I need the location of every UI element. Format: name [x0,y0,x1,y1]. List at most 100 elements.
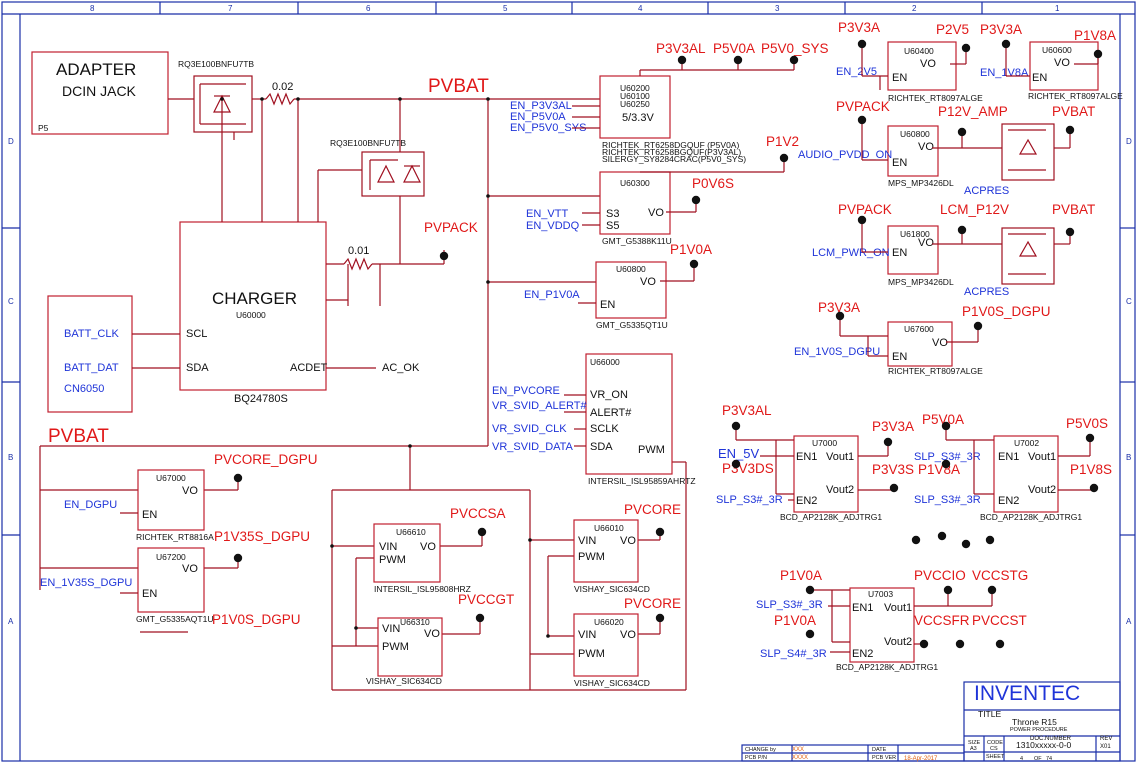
u66610-part: INTERSIL_ISL95808HRZ [374,584,471,594]
u60200-part-1: RICHTEK_RT6258DGQUF (P5V0A) [602,140,739,150]
u66000-pin-vr-on: VR_ON [590,389,628,401]
u60600-ref: U60600 [1042,45,1072,55]
net-p1v0a-out: P1V0A [670,242,712,257]
u60800a-block: U60800 VO EN EN_P1V0A P1V0A GMT_G5335QT1… [524,242,712,330]
u66010-block: U66010 VIN PWM VO PVCORE VISHAY_SIC634CD [573,502,681,594]
u7002-pin-en2: EN2 [998,495,1019,507]
power-terminal-dot [941,421,951,431]
power-terminal-dot [655,527,665,537]
rev-label: REV [1100,736,1112,742]
u60800a-part: GMT_G5335QT1U [596,320,668,330]
net-p1v0a-u7003-b: P1V0A [774,613,816,628]
change-by-label: CHANGE by [745,747,776,753]
title-subtitle: POWER PROCEDURE [1010,727,1068,733]
power-terminal-dot [995,639,1005,649]
shunt-r1-value: 0.02 [272,81,293,93]
net-en-1v8a: EN_1V8A [980,67,1029,79]
u60800b-pin-en: EN [892,157,907,169]
company-name: INVENTEC [974,682,1080,705]
power-terminal-dot [733,55,743,65]
net-vr-svid-data: VR_SVID_DATA [492,441,574,453]
u67200-ref: U67200 [156,552,186,562]
u7002-pin-vout1: Vout1 [1028,451,1056,463]
net-audio-pvdd-on: AUDIO_PVDD_ON [798,149,892,161]
u60100-ref: U60100 [620,91,650,101]
net-slp-s3-u7002-a: SLP_S3#_3R [914,451,981,463]
change-by-value: XXX [792,747,804,753]
u7000-pin-en1: EN1 [796,451,817,463]
net-p1v8a-u7002: P1V8A [918,462,960,477]
frame-labels: 8 7 6 5 4 3 2 1 D C B A D C B A [8,4,1132,626]
u61800-pin-en: EN [892,247,907,259]
junction-dot [486,194,490,198]
net-ac-ok: AC_OK [382,362,420,374]
net-en-p3v3al: EN_P3V3AL [510,100,572,112]
shunt-r2: 0.01 [343,245,373,271]
u66310-pin-vin: VIN [382,623,400,635]
power-terminal-dot [233,553,243,563]
net-p3v3a-u60400: P3V3A [838,20,880,35]
u7003-pin-vout2: Vout2 [884,636,912,648]
net-slp-s4-u7003: SLP_S4#_3R [760,648,827,660]
power-terminal-dot [1001,39,1011,49]
u60800b-ref: U60800 [900,129,930,139]
row-letter: B [8,453,13,462]
adapter-block: ADAPTER DCIN JACK P5 [31,51,169,135]
net-p5v0-sys: P5V0_SYS [761,41,829,56]
net-pvbat-top: PVBAT [428,76,489,97]
net-pvpack: PVPACK [424,220,478,235]
battery-ref: CN6050 [64,383,104,395]
power-terminal-dot [1065,227,1075,237]
of-value: 74 [1046,756,1052,762]
u66020-part: VISHAY_SIC634CD [574,678,650,688]
u7003-part: BCD_AP2128K_ADJTRG1 [836,662,938,672]
power-terminal-dot [985,535,995,545]
net-pvccio: PVCCIO [914,568,966,583]
power-terminal-dot [911,535,921,545]
power-terminal-dot [233,473,243,483]
adapter-ref: P5 [38,123,49,133]
junction-dot [354,626,358,630]
u66000-block: U66000 VR_ON ALERT# SCLK SDA PWM EN_PVCO… [492,353,696,486]
u66020-pin-vo: VO [620,629,636,641]
power-terminal-dot [731,459,741,469]
shunt-r2-value: 0.01 [348,245,369,257]
u66010-pin-pwm: PWM [578,551,605,563]
u60600-block: U60600 VO EN P3V3A P1V8A EN_1V8A RICHTEK… [980,22,1123,101]
power-terminal-dot [937,531,947,541]
power-terminal-dot [1065,125,1075,135]
power-terminal-dot [961,43,971,53]
row-letter: C [8,297,14,306]
power-terminal-dot [835,311,845,321]
u7000-pin-vout2: Vout2 [826,484,854,496]
net-p5v0a: P5V0A [713,41,755,56]
u66010-ref: U66010 [594,523,624,533]
net-en-pvcore: EN_PVCORE [492,385,560,397]
power-terminal-dot [475,613,485,623]
u60200-ref: U60200 [620,83,650,93]
pcb-pn-value: XXXX [792,755,808,761]
u60400-pin-vo: VO [920,58,936,70]
sheet-label: SHEET [986,754,1005,760]
power-terminal-dot [883,437,893,447]
u60800a-pin-en: EN [600,299,615,311]
net-p1v8s: P1V8S [1070,462,1112,477]
pcb-pn-label: PCB P/N [745,755,767,761]
u66610-ref: U66610 [396,527,426,537]
u67600-pin-vo: VO [932,337,948,349]
net-p3v3s: P3V3S [872,462,914,477]
net-p5v0a-u7002: P5V0A [922,412,964,427]
title-block: INVENTEC TITLE Throne R15 POWER PROCEDUR… [741,681,1121,762]
u66310-part: VISHAY_SIC634CD [366,676,442,686]
u60300-pin-vo: VO [648,207,664,219]
u60300-block: U60300 S3 S5 VO EN_VTT EN_VDDQ P1V2 P0V6… [526,134,799,246]
shunt-r1: 0.02 [265,81,295,106]
net-slp-s3-u7003: SLP_S3#_3R [756,599,823,611]
power-terminals [220,39,1103,649]
u60250-ref: U60250 [620,99,650,109]
u60800b-part: MPS_MP3426DL [888,178,954,188]
mosfet-q1-part: RQ3E100BNFU7TB [178,59,254,69]
power-terminal-dot [731,421,741,431]
row-letter: C [1126,297,1132,306]
